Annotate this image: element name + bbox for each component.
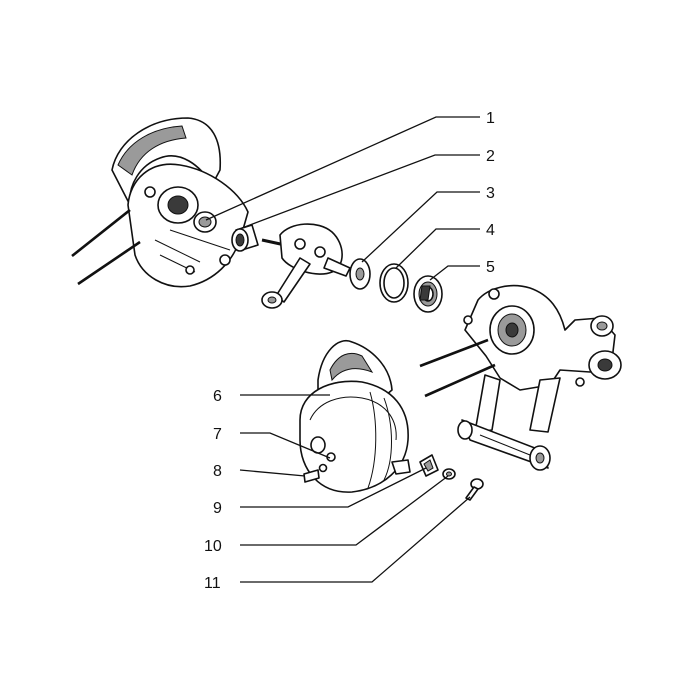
left-crankcase	[71, 117, 249, 288]
flywheel-cover	[299, 340, 411, 493]
clip	[419, 454, 439, 477]
callout-8: 8	[213, 463, 222, 480]
washer-small	[442, 468, 456, 480]
crankshaft	[261, 223, 351, 309]
callout-labels: 1 2 3 4 5 6 7 8 9 10 11	[204, 110, 495, 592]
callout-3: 3	[486, 185, 495, 202]
callout-1: 1	[486, 110, 495, 127]
right-crankcase	[419, 284, 622, 471]
callout-7: 7	[213, 426, 222, 443]
screw	[465, 478, 484, 501]
o-ring	[379, 263, 409, 303]
callout-11: 11	[204, 575, 221, 592]
thrust-washer	[349, 258, 371, 290]
callout-6: 6	[213, 388, 222, 405]
callout-10: 10	[204, 538, 222, 555]
main-bearing	[231, 224, 259, 252]
callout-4: 4	[486, 222, 495, 239]
callout-2: 2	[486, 148, 495, 165]
ball-bearing	[413, 275, 443, 313]
callout-5: 5	[486, 259, 495, 276]
leader-lines	[205, 116, 480, 583]
callout-9: 9	[213, 500, 222, 517]
